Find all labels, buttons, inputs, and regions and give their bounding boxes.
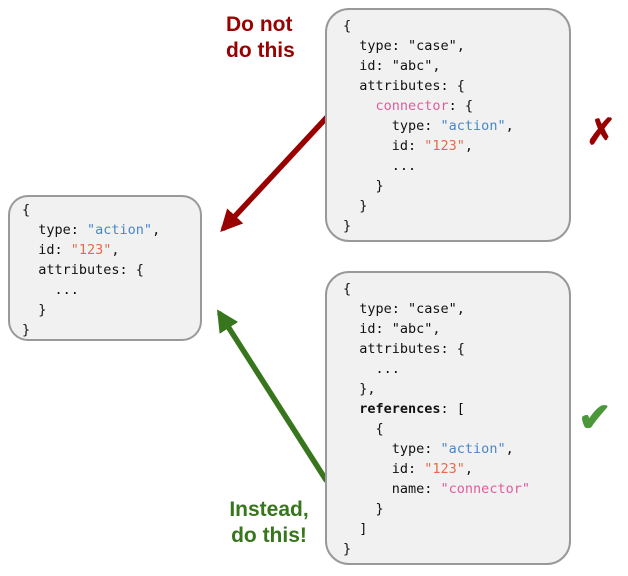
code-line: } <box>22 320 188 339</box>
code-token: } <box>343 218 352 234</box>
code-line: ... <box>343 156 553 176</box>
code-token: } <box>22 322 31 338</box>
code-line: { <box>343 16 553 36</box>
code-line: attributes: { <box>343 76 553 96</box>
code-token-blue: "action" <box>440 441 506 457</box>
code-token: : [ <box>440 401 465 417</box>
code-token: { <box>343 18 352 34</box>
code-line: type: "action", <box>22 220 188 240</box>
code-token: type: "case", <box>343 301 465 317</box>
code-token-pink: "connector" <box>440 481 530 497</box>
code-token: attributes: { <box>343 78 465 94</box>
code-line: id: "123", <box>343 136 553 156</box>
code-token: }, <box>343 381 376 397</box>
code-token-blue: "action" <box>87 222 153 238</box>
code-line: { <box>343 279 553 299</box>
code-token: { <box>343 281 352 297</box>
code-line: references: [ <box>343 399 553 419</box>
good-arrow <box>217 309 329 483</box>
code-token: : { <box>448 98 474 114</box>
code-token: type: <box>343 118 441 134</box>
code-line: } <box>343 499 553 519</box>
code-line: id: "abc", <box>343 56 553 76</box>
code-token: id: <box>22 242 71 258</box>
code-token-bold: references <box>359 401 441 417</box>
code-line: ] <box>343 519 553 539</box>
code-line: } <box>343 216 553 236</box>
code-token: , <box>505 441 514 457</box>
instead-label: Instead, do this! <box>229 498 309 547</box>
cross-mark: ✗ <box>586 111 617 152</box>
code-line: type: "case", <box>343 299 553 319</box>
code-token <box>343 98 376 114</box>
code-token: attributes: { <box>22 262 144 278</box>
code-token: } <box>343 541 352 557</box>
code-token: type: <box>343 441 441 457</box>
code-token: id: <box>343 461 425 477</box>
code-line: { <box>343 419 553 439</box>
code-line: attributes: { <box>22 260 188 280</box>
code-line: id: "abc", <box>343 319 553 339</box>
code-line: name: "connector" <box>343 479 553 499</box>
code-token-orange: "123" <box>424 138 465 154</box>
do-not-label: Do not do this <box>226 13 295 62</box>
code-token: type: "case", <box>343 38 465 54</box>
code-token: type: <box>22 222 88 238</box>
code-token: , <box>505 118 514 134</box>
code-token: } <box>343 501 384 517</box>
code-line: type: "case", <box>343 36 553 56</box>
code-token: ... <box>343 361 400 377</box>
code-token: , <box>464 461 474 477</box>
code-token: , <box>111 242 120 258</box>
code-token: } <box>343 178 384 194</box>
code-line: ... <box>343 359 553 379</box>
code-token: , <box>464 138 474 154</box>
code-line: }, <box>343 379 553 399</box>
code-token <box>343 401 359 417</box>
code-line: } <box>22 300 188 320</box>
code-line: type: "action", <box>343 439 553 459</box>
code-line: connector: { <box>343 96 553 116</box>
check-mark: ✔ <box>578 396 612 440</box>
code-line: id: "123", <box>22 240 188 260</box>
code-token-pink: connector <box>375 98 449 114</box>
bad-arrow <box>220 113 331 233</box>
code-line: type: "action", <box>343 116 553 136</box>
code-token: { <box>22 202 31 218</box>
code-line: ... <box>22 280 188 300</box>
code-token-orange: "123" <box>70 242 112 258</box>
code-line: attributes: { <box>343 339 553 359</box>
code-line: } <box>343 539 553 559</box>
code-token: id: <box>343 138 425 154</box>
code-line: { <box>22 200 188 220</box>
target-object-code-box: { type: "action", id: "123", attributes:… <box>8 195 202 341</box>
code-token: id: "abc", <box>343 58 441 74</box>
code-token: } <box>343 198 368 214</box>
code-token: id: "abc", <box>343 321 441 337</box>
code-token-blue: "action" <box>440 118 506 134</box>
code-token: ... <box>343 158 417 174</box>
code-token: ] <box>343 521 368 537</box>
code-token: { <box>343 421 384 437</box>
code-token: attributes: { <box>343 341 465 357</box>
good-example-code-box: { type: "case", id: "abc", attributes: {… <box>325 271 571 565</box>
bad-example-code-box: { type: "case", id: "abc", attributes: {… <box>325 8 571 242</box>
code-token: } <box>22 302 47 318</box>
code-line: } <box>343 176 553 196</box>
code-token: , <box>152 222 161 238</box>
code-token: ... <box>22 282 79 298</box>
code-line: } <box>343 196 553 216</box>
code-token-orange: "123" <box>424 461 465 477</box>
code-line: id: "123", <box>343 459 553 479</box>
code-token: name: <box>343 481 441 497</box>
